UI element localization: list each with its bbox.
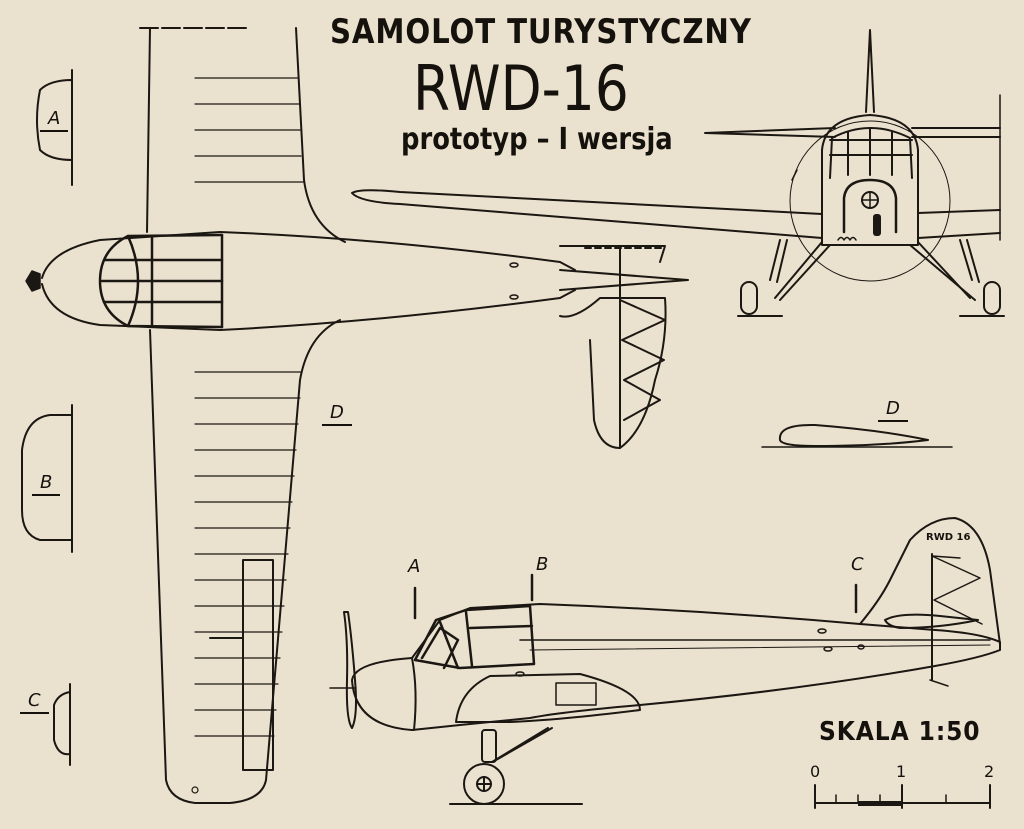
front-tailplane — [704, 127, 1001, 138]
label-side-c: C — [851, 554, 864, 575]
title-aircraft-name: RWD-16 — [413, 52, 629, 125]
plan-fuselage — [41, 231, 576, 331]
side-undercarriage — [449, 727, 583, 805]
registration-marking: RWD 16 — [926, 532, 971, 543]
front-cowl — [842, 178, 898, 234]
side-fin — [859, 517, 1001, 645]
side-wing-root — [455, 673, 641, 723]
scale-tick-0: 0 — [810, 762, 821, 781]
label-section-a: A — [40, 108, 69, 132]
side-view — [329, 517, 1001, 805]
scale-tick-2: 2 — [984, 762, 995, 781]
plan-view — [25, 27, 689, 804]
label-section-b: B — [32, 472, 61, 496]
fuselage-sections — [21, 69, 73, 766]
scale-bar — [814, 784, 991, 809]
label-section-d-profile: D — [878, 398, 908, 422]
label-section-d-plan: D — [322, 402, 352, 426]
scale-tick-1: 1 — [896, 762, 907, 781]
front-canopy — [829, 127, 913, 179]
plan-wing-ribs-upper — [194, 77, 304, 183]
section-a-shape — [36, 69, 73, 186]
front-view — [351, 29, 1005, 317]
title-line-1: SAMOLOT TURYSTYCZNY — [330, 12, 752, 52]
front-prop-disc — [789, 120, 951, 282]
title-version: prototyp – I wersja — [401, 122, 673, 157]
plan-canopy — [98, 233, 224, 329]
label-section-c: C — [20, 690, 49, 714]
airfoil-section-d — [761, 423, 953, 448]
side-canopy — [413, 604, 536, 670]
side-fuselage — [351, 603, 1001, 731]
front-undercarriage — [737, 239, 1005, 317]
plan-wing-outline — [146, 27, 346, 804]
plan-wing-ribs-lower — [194, 371, 303, 737]
label-side-b: B — [536, 554, 549, 575]
front-fin — [865, 29, 875, 113]
section-c-shape — [53, 683, 71, 766]
scale-title: SKALA 1:50 — [819, 717, 981, 747]
side-tailplane — [884, 613, 979, 629]
section-b-shape — [21, 404, 73, 553]
front-fuselage — [821, 114, 919, 246]
label-side-a: A — [408, 556, 421, 577]
plan-aileron — [242, 559, 274, 771]
plan-tailplane — [559, 245, 689, 449]
front-wing — [351, 189, 1001, 239]
side-propeller — [343, 611, 357, 729]
plan-spinner — [25, 270, 41, 292]
